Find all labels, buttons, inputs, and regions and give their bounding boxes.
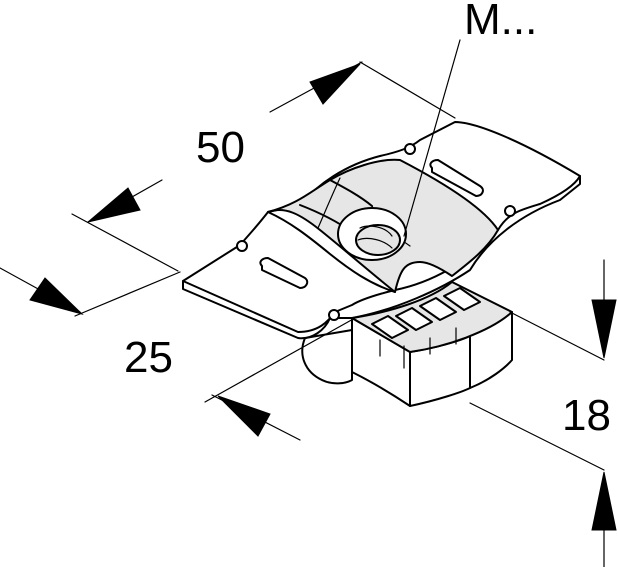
dimension-18 (591, 259, 617, 567)
width-dimension-label: 25 (124, 333, 173, 382)
dimension-25 (0, 267, 301, 441)
arrow-head (309, 63, 361, 105)
slot-nut-part (182, 121, 581, 407)
arrow-head (87, 187, 141, 223)
arrow-head (217, 395, 271, 437)
height-dimension-label: 18 (562, 391, 611, 440)
extension-lines (71, 39, 605, 471)
arrow-head (591, 299, 617, 359)
arrow-head (29, 277, 84, 315)
dimension-50 (87, 61, 363, 223)
saddle (267, 158, 499, 293)
length-dimension-label: 50 (196, 123, 245, 172)
thread-size-label: M... (464, 0, 537, 44)
arrow-head (591, 471, 617, 531)
nut-block (301, 281, 513, 407)
